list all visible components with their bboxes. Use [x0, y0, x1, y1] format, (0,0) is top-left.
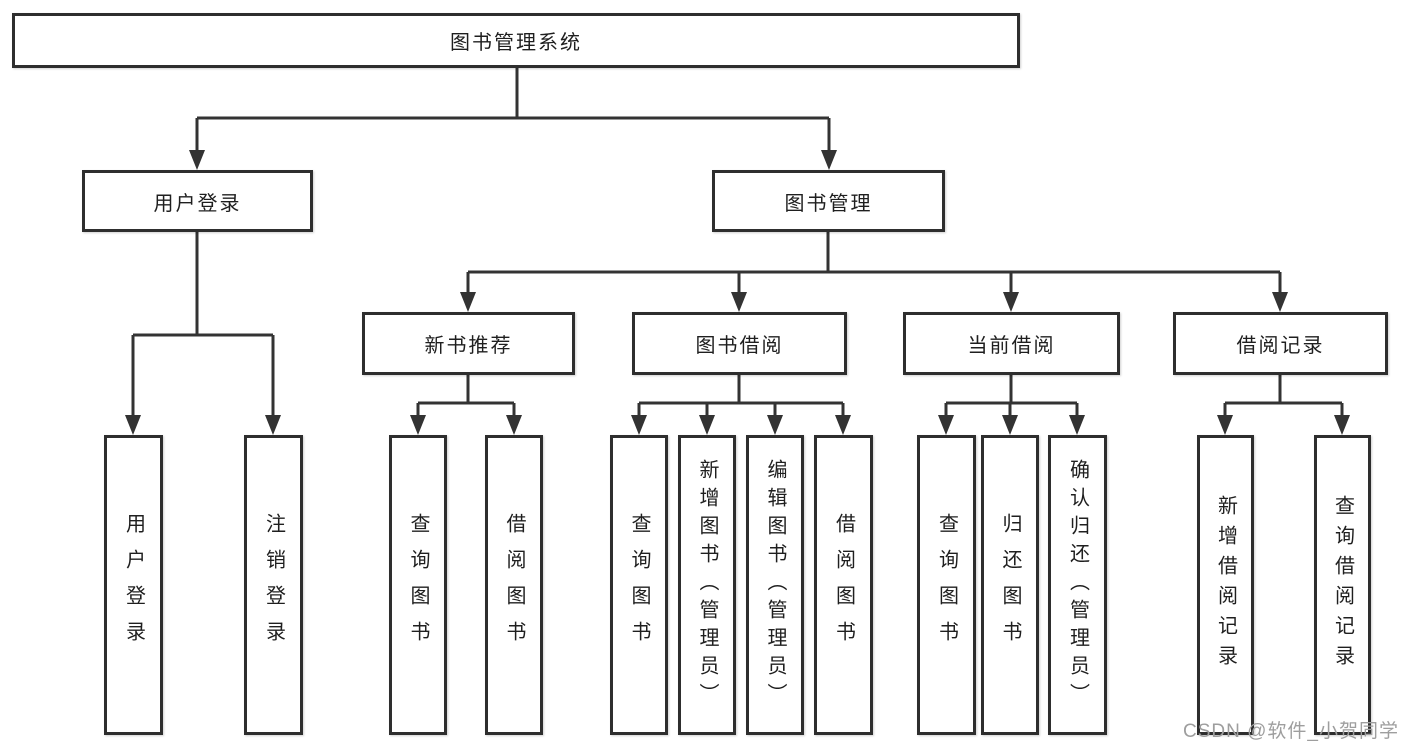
node-library-management-system: 图书管理系统 [12, 13, 1020, 68]
node-label: 新书推荐 [424, 335, 513, 357]
node-borrowing-records: 借阅记录 [1173, 312, 1388, 375]
leaf-user-login: 用户登录 [104, 435, 163, 735]
leaf-query-books-recommend: 查询图书 [389, 435, 447, 735]
node-user-login: 用户登录 [82, 170, 313, 232]
node-label: 图书借阅 [695, 335, 784, 357]
node-label: 当前借阅 [967, 335, 1056, 357]
node-label: 查询图书 [628, 513, 650, 657]
node-new-book-recommendation: 新书推荐 [362, 312, 575, 375]
leaf-query-books-borrowing: 查询图书 [610, 435, 668, 735]
leaf-confirm-return-admin: 确认归还（管理员） [1048, 435, 1107, 735]
node-label: 查询图书 [407, 513, 429, 657]
node-label: 借阅记录 [1236, 335, 1325, 357]
node-label: 归还图书 [999, 513, 1021, 657]
node-label: 注销登录 [262, 513, 285, 657]
node-book-management: 图书管理 [712, 170, 945, 232]
node-label: 图书管理系统 [450, 32, 582, 54]
leaf-add-books-admin: 新增图书（管理员） [678, 435, 736, 735]
node-label: 查询借阅记录 [1331, 495, 1354, 675]
node-label: 确认归还（管理员） [1066, 459, 1089, 711]
node-label: 借阅图书 [832, 513, 855, 657]
node-label: 新增图书（管理员） [696, 459, 718, 711]
leaf-return-books: 归还图书 [981, 435, 1039, 735]
connector-segments [131, 68, 1344, 415]
node-label: 编辑图书（管理员） [764, 459, 786, 711]
leaf-edit-books-admin: 编辑图书（管理员） [746, 435, 804, 735]
node-label: 新增借阅记录 [1214, 495, 1237, 675]
leaf-query-books-current: 查询图书 [917, 435, 976, 735]
node-book-borrowing: 图书借阅 [632, 312, 847, 375]
csdn-watermark: CSDN @软件_小贺同学 [1183, 721, 1399, 742]
node-current-borrowing: 当前借阅 [903, 312, 1120, 375]
leaf-query-borrow-record: 查询借阅记录 [1314, 435, 1371, 735]
node-label: 用户登录 [153, 192, 242, 215]
leaf-borrow-books-borrowing: 借阅图书 [814, 435, 873, 735]
leaf-add-borrow-record: 新增借阅记录 [1197, 435, 1254, 735]
leaf-borrow-books-recommend: 借阅图书 [485, 435, 543, 735]
arrowheads [125, 150, 1350, 435]
node-label: 图书管理 [784, 192, 873, 215]
node-label: 借阅图书 [503, 513, 525, 657]
node-label: 查询图书 [935, 513, 958, 657]
node-label: 用户登录 [122, 513, 145, 657]
leaf-logout-login: 注销登录 [244, 435, 303, 735]
